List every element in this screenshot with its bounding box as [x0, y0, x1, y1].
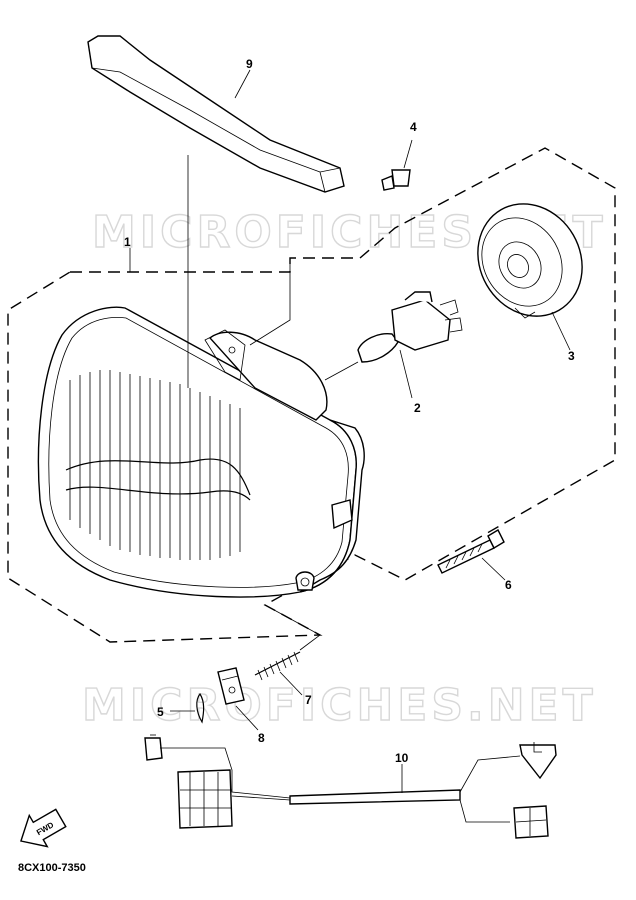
- leader-9-top: [234, 69, 251, 99]
- callout-10: 10: [395, 751, 409, 765]
- part-4-screw: [249, 169, 411, 346]
- part-2-bulb: [357, 291, 463, 363]
- callout-5: 5: [157, 705, 164, 719]
- callout-8: 8: [258, 731, 265, 745]
- bulb-to-housing-line: [324, 361, 359, 381]
- callout-1: 1: [124, 235, 131, 249]
- leader-8: [235, 705, 259, 731]
- leader-2: [399, 349, 413, 399]
- part-10-harness: [144, 734, 557, 839]
- headlight-housing: [37, 306, 365, 598]
- fwd-arrow-icon: FWD: [20, 808, 67, 848]
- callout-4: 4: [410, 120, 417, 134]
- callout-3: 3: [568, 349, 575, 363]
- part-9-trim-strip: [87, 35, 345, 193]
- leader-4: [403, 139, 413, 169]
- callout-9: 9: [246, 57, 253, 71]
- part-8-nut-clip: [217, 667, 245, 705]
- part-7-spring: [254, 651, 301, 681]
- leader-6: [481, 557, 506, 581]
- leader-7: [279, 671, 303, 696]
- part-3-cover: [477, 203, 583, 319]
- callout-7: 7: [305, 693, 312, 707]
- lens-pattern: [65, 370, 251, 560]
- assembly-boundary-dashed: [7, 147, 616, 643]
- callout-6: 6: [505, 578, 512, 592]
- leader-3: [551, 311, 571, 351]
- spring-locator-line: [264, 604, 321, 651]
- part-6-adjust-screw: [437, 529, 505, 574]
- diagram-code: 8CX100-7350: [18, 862, 86, 874]
- part-5-pin: [196, 692, 205, 724]
- watermark-bottom: MICROFICHES.NET: [82, 680, 597, 731]
- callout-2: 2: [414, 401, 421, 415]
